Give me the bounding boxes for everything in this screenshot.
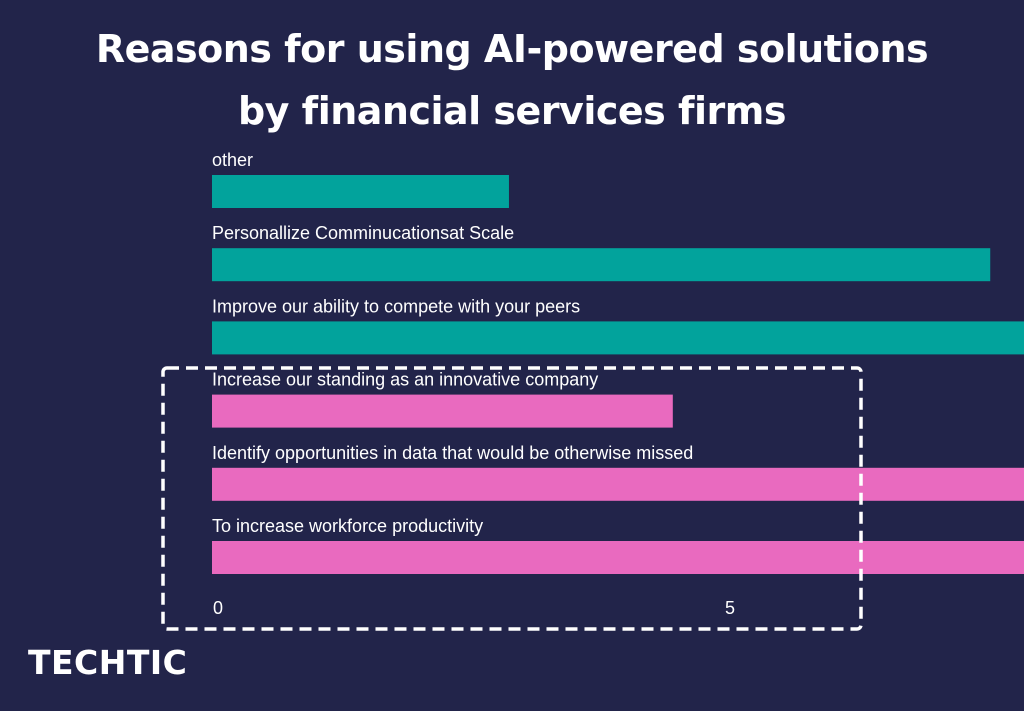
highlight-box [161,366,863,631]
bar [212,541,1024,574]
x-tick-label: 0 [213,598,223,618]
category-label: To increase workforce productivity [212,516,483,536]
x-axis-ticks: 0510 [213,598,735,618]
x-tick-label: 5 [725,598,735,618]
category-label: other [212,150,253,170]
bar [212,394,673,428]
bar [212,175,509,208]
chart-title-line-2: by financial services firms [237,89,787,133]
chart-title: Reasons for using AI-powered solutions b… [0,18,1024,142]
category-label: Personallize Comminucationsat Scale [212,223,514,243]
category-label: Identify opportunities in data that woul… [212,443,693,463]
category-label: Increase our standing as an innovative c… [212,370,598,390]
bar [212,467,1024,501]
bar [212,321,1024,355]
bar [212,248,991,282]
chart-title-line-1: Reasons for using AI-powered solutions [95,27,929,71]
brand-logo: TECHTIC [28,643,188,682]
category-label: Improve our ability to compete with your… [212,296,580,316]
